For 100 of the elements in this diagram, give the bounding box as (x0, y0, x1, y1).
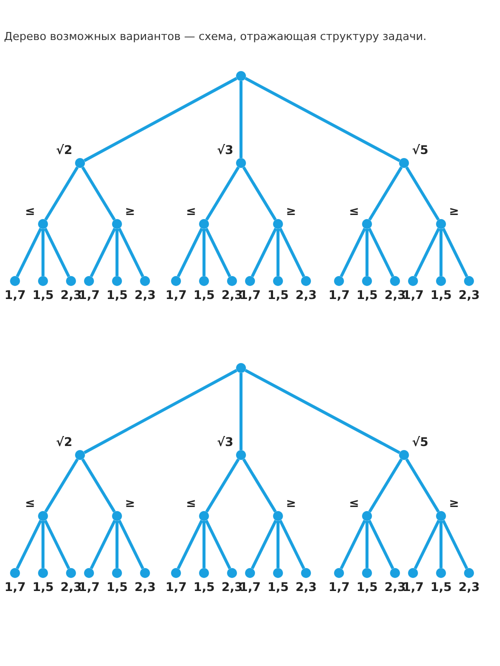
tree-node-dot (75, 450, 85, 460)
tree-branch (244, 77, 400, 162)
tree-branch (42, 229, 44, 276)
tree-node-dot (273, 511, 283, 521)
tree-branch (90, 520, 116, 570)
tree-node-dot (227, 568, 237, 578)
tree-branch (440, 229, 442, 276)
tree-branch (84, 369, 238, 454)
tree-branch (118, 520, 144, 570)
node-label: ≤ (25, 496, 36, 510)
tree-branch (440, 521, 442, 568)
tree-node-dot (362, 511, 372, 521)
tree-node-dot (199, 568, 209, 578)
tree-node-dot (436, 219, 446, 229)
tree-node-dot (436, 511, 446, 521)
tree-node-dot (334, 276, 344, 286)
node-label: 1,5 (430, 580, 452, 594)
tree-node-dot (273, 276, 283, 286)
node-label: 1,5 (32, 288, 54, 302)
tree-node-dot (66, 568, 76, 578)
tree-node-dot (84, 568, 94, 578)
tree-node-dot (112, 276, 122, 286)
tree-node-dot (236, 71, 246, 81)
tree-node-dot (399, 158, 409, 168)
tree-node-dot (10, 568, 20, 578)
tree-branch (242, 458, 277, 512)
node-label: 1,7 (166, 580, 187, 594)
tree-node-dot (390, 568, 400, 578)
node-label: ≤ (25, 204, 36, 218)
node-label: 2,3 (458, 580, 480, 594)
node-label: ≥ (125, 496, 136, 510)
node-label: 2,3 (458, 288, 480, 302)
tree-branch (204, 228, 232, 278)
tree-node-dot (362, 568, 372, 578)
node-label: ≥ (125, 204, 136, 218)
tree-branch (340, 520, 366, 570)
tree-branch (414, 520, 440, 570)
tree-branch (276, 229, 280, 276)
node-label: 1,5 (268, 288, 289, 302)
node-label: √2 (56, 143, 72, 157)
tree-branch (116, 521, 118, 568)
tree-node-dot (112, 568, 122, 578)
node-label: √5 (412, 435, 428, 449)
tree-branch (366, 521, 368, 568)
node-label: 1,7 (4, 288, 26, 302)
tree-branch (44, 520, 70, 570)
tree-branch (368, 458, 403, 512)
node-label: 1,5 (106, 580, 128, 594)
tree-node-dot (362, 276, 372, 286)
tree-branch (44, 166, 79, 220)
tree-node-dot (362, 219, 372, 229)
tree-branch (250, 228, 278, 278)
tree-branch (202, 521, 206, 568)
node-label: 1,5 (194, 288, 215, 302)
node-label: 1,7 (4, 580, 26, 594)
tree-branch (90, 228, 116, 278)
tree-branch (442, 228, 468, 278)
tree-branch (368, 520, 394, 570)
tree-branch (16, 228, 42, 278)
tree-node-dot (227, 276, 237, 286)
node-label: √2 (56, 435, 72, 449)
tree-branch (414, 228, 440, 278)
tree-node-dot (334, 568, 344, 578)
tree-node-dot (436, 568, 446, 578)
node-label: ≥ (449, 496, 460, 510)
tree-node-dot (38, 511, 48, 521)
node-label: 1,5 (430, 288, 452, 302)
tree-branch (118, 228, 144, 278)
tree-node-dot (464, 568, 474, 578)
node-label: ≤ (349, 204, 360, 218)
node-label: √3 (217, 143, 234, 157)
tree-node-dot (399, 450, 409, 460)
tree-branch (250, 520, 278, 570)
tree-node-dot (112, 219, 122, 229)
node-label: 1,7 (328, 288, 350, 302)
tree-node-dot (171, 568, 181, 578)
tree-branch (116, 229, 118, 276)
tree-branch (44, 228, 70, 278)
caption: Дерево возможных вариантов — схема, отражающая структуру задачи. (4, 30, 427, 43)
tree-node-dot (301, 276, 311, 286)
tree-branch (368, 166, 403, 220)
node-label: ≤ (186, 204, 196, 218)
tree-node-dot (66, 276, 76, 286)
tree-node-dot (10, 276, 20, 286)
node-label: √5 (412, 143, 428, 157)
tree-branch (340, 228, 366, 278)
tree-branch (44, 458, 79, 512)
tree-node-dot (390, 276, 400, 286)
tree-node-dot (112, 511, 122, 521)
tree-branch (205, 166, 240, 220)
tree-branch (240, 373, 242, 450)
tree-node-dot (199, 511, 209, 521)
tree-node-dot (273, 568, 283, 578)
node-label: 2,3 (134, 288, 156, 302)
tree-node-dot (84, 276, 94, 286)
node-label: 1,7 (328, 580, 350, 594)
tree-branch (42, 521, 44, 568)
tree-node-dot (199, 276, 209, 286)
node-label: 1,7 (166, 288, 187, 302)
tree-branch (240, 81, 242, 158)
